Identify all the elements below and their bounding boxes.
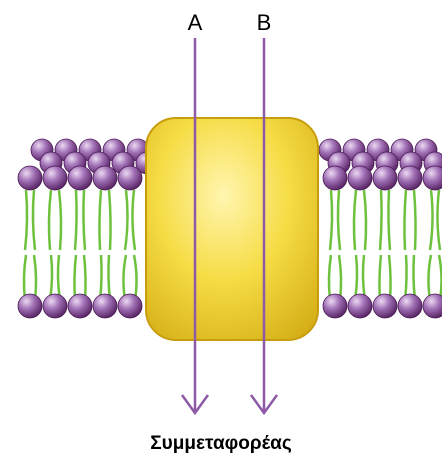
lipid-tail [108, 255, 110, 300]
cotransporter-protein [146, 118, 318, 340]
lipid-tail [380, 190, 382, 250]
lipid-tail [405, 255, 407, 300]
right-front-lipid-heads [323, 166, 442, 190]
left-membrane [18, 139, 158, 318]
lipid-head [323, 294, 347, 318]
lipid-tail [109, 190, 111, 250]
lipid-head [43, 166, 67, 190]
lipid-tail [430, 190, 433, 250]
label-a: A [188, 10, 203, 35]
lipid-head [373, 294, 397, 318]
lipid-head [43, 294, 67, 318]
lipid-head [348, 294, 372, 318]
lipid-head [68, 294, 92, 318]
label-b: B [257, 10, 272, 35]
lipid-tail [24, 255, 26, 300]
lipid-tail [339, 255, 341, 300]
lipid-tail [389, 255, 391, 300]
lipid-tail [123, 255, 126, 300]
lipid-tail [379, 255, 381, 300]
lipid-tail [132, 190, 135, 250]
left-lipid-tails [24, 190, 137, 300]
lipid-head [93, 294, 117, 318]
lipid-tail [33, 190, 35, 250]
lipid-tail [439, 255, 442, 300]
lipid-tail [75, 190, 77, 250]
right-bottom-lipid-heads [323, 294, 442, 318]
lipid-tail [388, 190, 390, 250]
right-membrane [319, 139, 442, 318]
right-lipid-tails [329, 190, 442, 300]
lipid-head [18, 294, 42, 318]
lipid-tail [330, 190, 332, 250]
lipid-head [118, 294, 142, 318]
lipid-head [68, 166, 92, 190]
lipid-head [18, 166, 42, 190]
lipid-tail [364, 190, 366, 250]
lipid-tail [329, 255, 331, 300]
lipid-head [398, 294, 422, 318]
lipid-tail [338, 190, 340, 250]
lipid-head [348, 166, 372, 190]
lipid-tail [125, 190, 128, 250]
diagram-caption: Συμμεταφορέας [0, 433, 442, 455]
lipid-tail [58, 255, 60, 300]
lipid-tail [74, 255, 76, 300]
lipid-head [118, 166, 142, 190]
lipid-tail [84, 255, 86, 300]
lipid-tail [404, 190, 406, 250]
lipid-head [93, 166, 117, 190]
lipid-tail [354, 190, 356, 250]
lipid-tail [363, 255, 365, 300]
lipid-tail [59, 190, 61, 250]
lipid-head [423, 294, 442, 318]
lipid-head [398, 166, 422, 190]
lipid-tail [25, 190, 27, 250]
lipid-tail [99, 190, 101, 250]
left-bottom-lipid-heads [18, 294, 142, 318]
lipid-tail [355, 255, 357, 300]
lipid-tail [437, 190, 440, 250]
lipid-tail [83, 190, 85, 250]
lipid-tail [50, 255, 52, 300]
lipid-head [323, 166, 347, 190]
left-front-lipid-heads [18, 166, 142, 190]
lipid-tail [100, 255, 102, 300]
lipid-tail [414, 190, 416, 250]
lipid-head [373, 166, 397, 190]
lipid-tail [413, 255, 415, 300]
lipid-tail [34, 255, 36, 300]
lipid-tail [428, 255, 431, 300]
lipid-tail [134, 255, 137, 300]
lipid-tail [49, 190, 51, 250]
